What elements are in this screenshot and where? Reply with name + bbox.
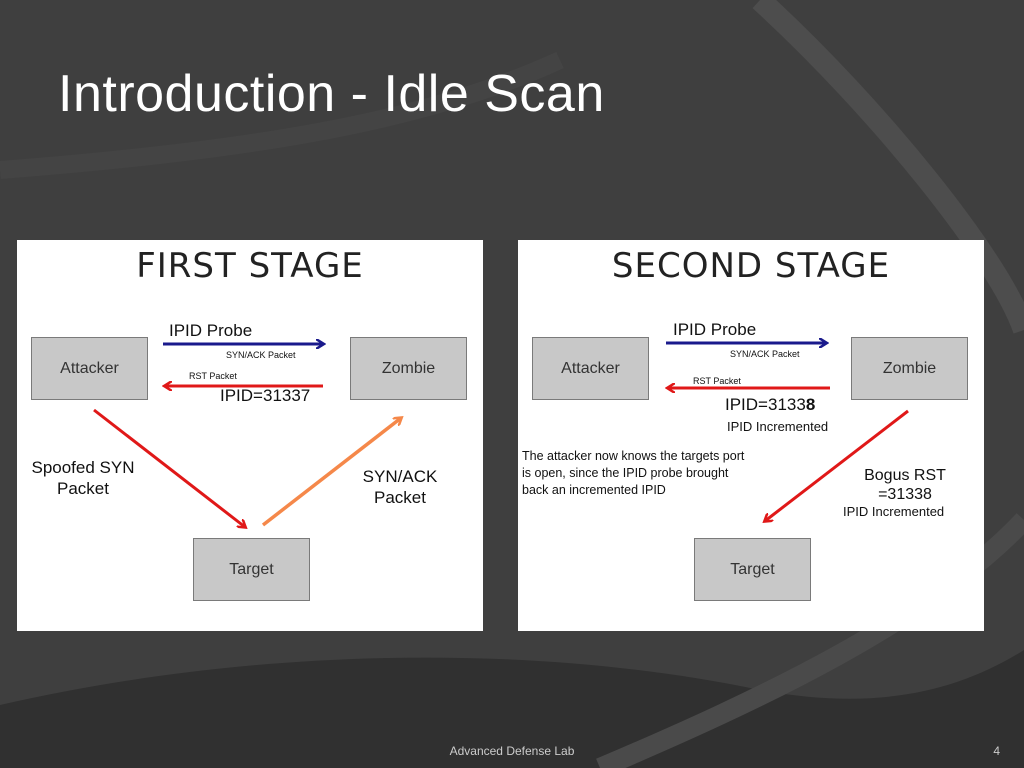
ipid-probe-label: IPID Probe [673, 320, 757, 339]
rst-small-label: RST Packet [189, 371, 237, 381]
target-box: Target [193, 538, 310, 601]
attacker-knows-note: The attacker now knows the targets port … [522, 449, 745, 497]
synack-small-label: SYN/ACK Packet [730, 349, 800, 359]
second-stage-diagram: SECOND STAGE Attacker Zombie Target IPID… [518, 240, 984, 631]
page-number: 4 [993, 744, 1000, 758]
second-stage-title: SECOND STAGE [611, 246, 891, 286]
bogus-ipid-incremented-label: IPID Incremented [843, 504, 945, 519]
zombie-box: Zombie [851, 337, 968, 400]
attacker-box: Attacker [532, 337, 649, 400]
synack-arrow [261, 418, 401, 527]
zombie-box: Zombie [350, 337, 467, 400]
background-curve-top [752, 0, 1024, 334]
background-wave-bottom [0, 650, 1024, 768]
second-stage-arrows [518, 240, 909, 631]
ipid-incremented-label: IPID Incremented [727, 419, 829, 434]
synack-packet-label: SYN/ACK Packet [362, 467, 438, 507]
target-box: Target [694, 538, 811, 601]
ipid-value: IPID=31338 [725, 395, 816, 414]
ipid-probe-label: IPID Probe [169, 321, 253, 340]
spoofed-syn-arrow [93, 408, 245, 527]
first-stage-diagram: FIRST STAGE Attacker Zombie Target IPID … [17, 240, 483, 631]
slide-title: Introduction - Idle Scan [58, 65, 605, 123]
background-curve-left [0, 51, 564, 179]
bogus-rst-arrow [765, 409, 909, 521]
bogus-rst-label: Bogus RST =31338 [864, 467, 946, 503]
spoofed-syn-label: Spoofed SYN Packet [31, 458, 135, 498]
synack-small-label: SYN/ACK Packet [226, 350, 296, 360]
first-stage-title: FIRST STAGE [136, 246, 364, 286]
ipid-value: IPID=31337 [220, 386, 311, 405]
rst-small-label: RST Packet [693, 376, 741, 386]
footer-lab-name: Advanced Defense Lab [449, 744, 575, 758]
first-stage-arrows [93, 240, 483, 631]
attacker-box: Attacker [31, 337, 148, 400]
